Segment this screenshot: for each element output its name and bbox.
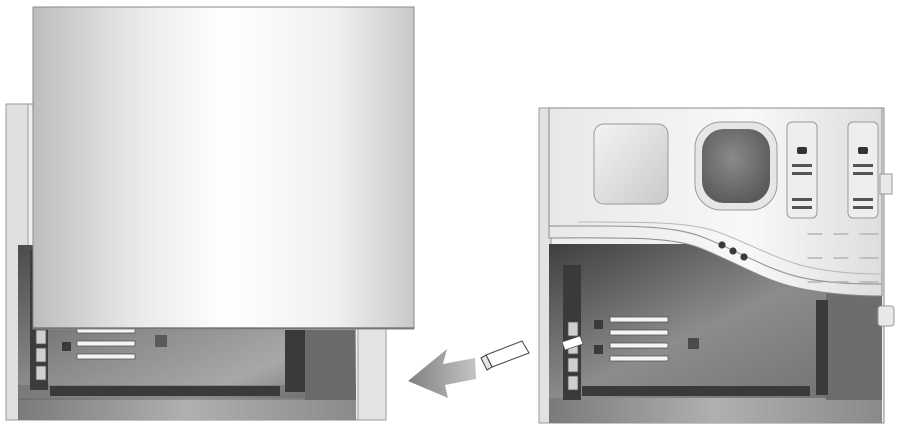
left-case-floor xyxy=(18,398,356,420)
right-psu-area xyxy=(826,290,882,400)
right-board-edge xyxy=(582,386,810,396)
led-dot-2 xyxy=(729,247,736,254)
right-case xyxy=(539,108,894,423)
rail-notch-top xyxy=(880,174,892,194)
rail-latch xyxy=(878,306,894,326)
expansion-slot-cover-icon xyxy=(481,341,529,370)
left-board-edge xyxy=(50,386,280,396)
left-inner-wall xyxy=(285,330,305,392)
slide-left-arrow-icon xyxy=(408,349,476,398)
vertical-bay-2 xyxy=(848,122,878,218)
side-panel xyxy=(33,7,414,329)
side-panel-removed-icon xyxy=(33,7,414,329)
vertical-bay-1 xyxy=(787,122,817,218)
right-inner-wall xyxy=(816,300,828,395)
arrow-shape xyxy=(408,349,476,398)
left-case-rear-edge xyxy=(358,320,386,420)
right-rear-brackets xyxy=(562,265,583,400)
led-dot-3 xyxy=(740,253,747,260)
led-dot-1 xyxy=(718,241,725,248)
left-psu-shadow xyxy=(305,330,355,400)
fan-opening xyxy=(702,129,770,203)
drive-bay-square xyxy=(594,124,668,204)
right-case-floor xyxy=(549,398,882,423)
